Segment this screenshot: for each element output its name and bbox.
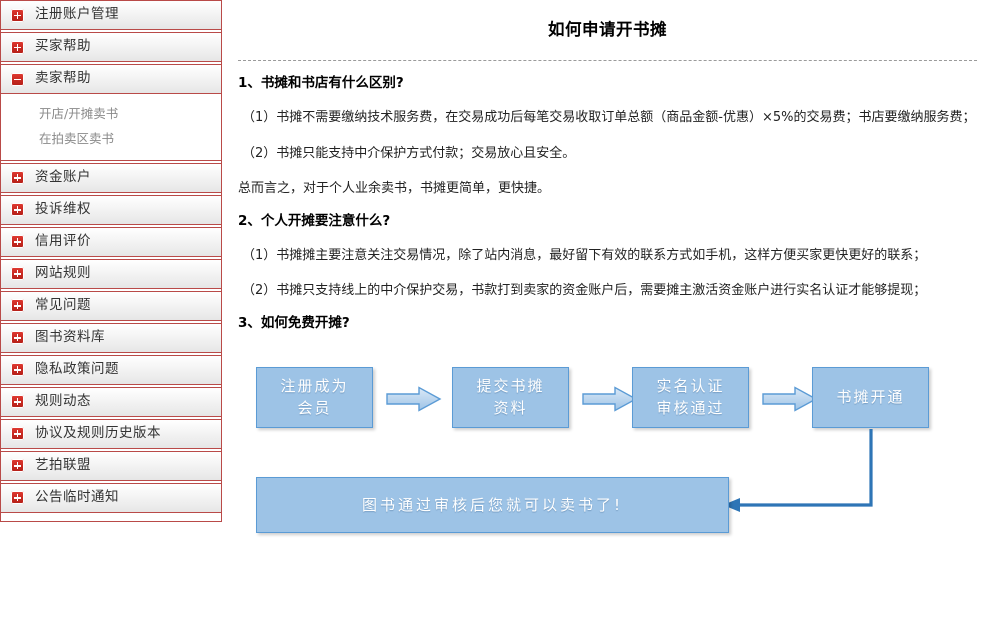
sidebar-subitem-开店开摊卖书[interactable]: 开店/开摊卖书 xyxy=(39,106,119,121)
plus-icon[interactable] xyxy=(11,40,24,54)
sidebar-item-隐私政策问题[interactable]: 隐私政策问题 xyxy=(1,354,221,385)
sidebar-item-label: 信用评价 xyxy=(35,232,91,249)
flow-step-1-label: 注册成为会员 xyxy=(280,376,349,418)
sidebar-item-label: 隐私政策问题 xyxy=(35,360,119,377)
sidebar-item-label: 常见问题 xyxy=(35,296,91,313)
arrow-1-icon xyxy=(386,386,442,412)
sidebar-item-label: 规则动态 xyxy=(35,392,91,409)
sidebar-item-信用评价[interactable]: 信用评价 xyxy=(1,226,221,257)
flow-step-2: 提交书摊资料 xyxy=(452,366,569,428)
arrow-2-icon xyxy=(582,386,638,412)
sidebar-item-艺拍联盟[interactable]: 艺拍联盟 xyxy=(1,450,221,481)
plus-icon[interactable] xyxy=(11,171,24,184)
sidebar: 注册账户管理 买家帮助 卖家帮助 开店/开摊卖书 在拍卖区卖书 资金账户 投诉维… xyxy=(0,0,222,522)
sidebar-item-买家帮助[interactable]: 买家帮助 xyxy=(1,32,221,62)
flow-step-2-label: 提交书摊资料 xyxy=(476,376,545,418)
minus-icon[interactable] xyxy=(11,72,24,86)
sidebar-item-网站规则[interactable]: 网站规则 xyxy=(1,258,221,289)
section-1-paragraph-3: 总而言之，对于个人业余卖书，书摊更简单，更快捷。 xyxy=(238,181,551,197)
plus-icon[interactable] xyxy=(11,8,24,22)
sidebar-item-label: 公告临时通知 xyxy=(35,488,119,505)
sidebar-item-label: 买家帮助 xyxy=(35,38,91,55)
section-2-paragraph-2: （2）书摊只支持线上的中介保护交易，书款打到卖家的资金账户后，需要摊主激活资金账… xyxy=(242,283,927,299)
sidebar-item-label: 卖家帮助 xyxy=(35,70,91,87)
section-2-paragraph-1: （1）书摊摊主要注意关注交易情况，除了站内消息，最好留下有效的联系方式如手机，这… xyxy=(242,247,927,263)
title-divider xyxy=(238,60,977,62)
flow-step-4-label: 书摊开通 xyxy=(836,388,905,407)
section-heading-3: 3、如何免费开摊? xyxy=(238,315,350,332)
plus-icon[interactable] xyxy=(11,299,24,312)
sidebar-subitem-在拍卖区卖书[interactable]: 在拍卖区卖书 xyxy=(39,130,115,146)
flow-step-3: 实名认证审核通过 xyxy=(632,366,749,428)
flow-step-1: 注册成为会员 xyxy=(256,366,373,428)
plus-icon[interactable] xyxy=(11,395,24,408)
sidebar-item-label: 网站规则 xyxy=(35,264,91,281)
flow-result-box: 图书通过审核后您就可以卖书了! xyxy=(256,476,729,533)
flow-step-4: 书摊开通 xyxy=(812,366,929,428)
main-content: 如何申请开书摊 1、书摊和书店有什么区别? （1）书摊不需要缴纳技术服务费，在交… xyxy=(222,0,991,534)
sidebar-item-注册账户管理[interactable]: 注册账户管理 xyxy=(1,0,221,30)
sidebar-item-投诉维权[interactable]: 投诉维权 xyxy=(1,194,221,225)
plus-icon[interactable] xyxy=(11,491,24,504)
sidebar-item-label: 资金账户 xyxy=(35,168,91,185)
plus-icon[interactable] xyxy=(11,427,24,440)
sidebar-item-label: 投诉维权 xyxy=(35,200,91,217)
flow-result-label: 图书通过审核后您就可以卖书了! xyxy=(361,495,623,514)
sidebar-item-规则动态[interactable]: 规则动态 xyxy=(1,386,221,417)
sidebar-item-label: 注册账户管理 xyxy=(35,6,119,23)
plus-icon[interactable] xyxy=(11,459,24,472)
plus-icon[interactable] xyxy=(11,235,24,248)
sidebar-item-协议及规则历史版本[interactable]: 协议及规则历史版本 xyxy=(1,418,221,449)
elbow-connector-icon xyxy=(723,428,873,512)
page-title: 如何申请开书摊 xyxy=(548,20,667,40)
sidebar-item-公告临时通知[interactable]: 公告临时通知 xyxy=(1,482,221,513)
sidebar-item-label: 艺拍联盟 xyxy=(35,456,91,473)
section-1-paragraph-2: （2）书摊只能支持中介保护方式付款；交易放心且安全。 xyxy=(242,145,576,161)
section-heading-2: 2、个人开摊要注意什么? xyxy=(238,212,391,229)
plus-icon[interactable] xyxy=(11,203,24,216)
plus-icon[interactable] xyxy=(11,267,24,280)
plus-icon[interactable] xyxy=(11,363,24,376)
arrow-3-icon xyxy=(762,386,818,412)
sidebar-item-资金账户[interactable]: 资金账户 xyxy=(1,162,221,193)
sidebar-subitems: 开店/开摊卖书 在拍卖区卖书 xyxy=(1,96,221,161)
sidebar-item-图书资料库[interactable]: 图书资料库 xyxy=(1,322,221,353)
section-heading-1: 1、书摊和书店有什么区别? xyxy=(238,75,404,92)
section-1-paragraph-1: （1）书摊不需要缴纳技术服务费，在交易成功后每笔交易收取订单总额（商品金额-优惠… xyxy=(242,109,976,125)
sidebar-item-label: 协议及规则历史版本 xyxy=(35,424,161,441)
sidebar-item-卖家帮助[interactable]: 卖家帮助 xyxy=(1,64,221,94)
sidebar-item-label: 图书资料库 xyxy=(35,328,105,345)
flow-step-3-label: 实名认证审核通过 xyxy=(656,376,725,418)
plus-icon[interactable] xyxy=(11,331,24,344)
sidebar-item-常见问题[interactable]: 常见问题 xyxy=(1,290,221,321)
flowchart: 注册成为会员 提交书摊资料 实名认证审核通过 xyxy=(238,349,977,534)
